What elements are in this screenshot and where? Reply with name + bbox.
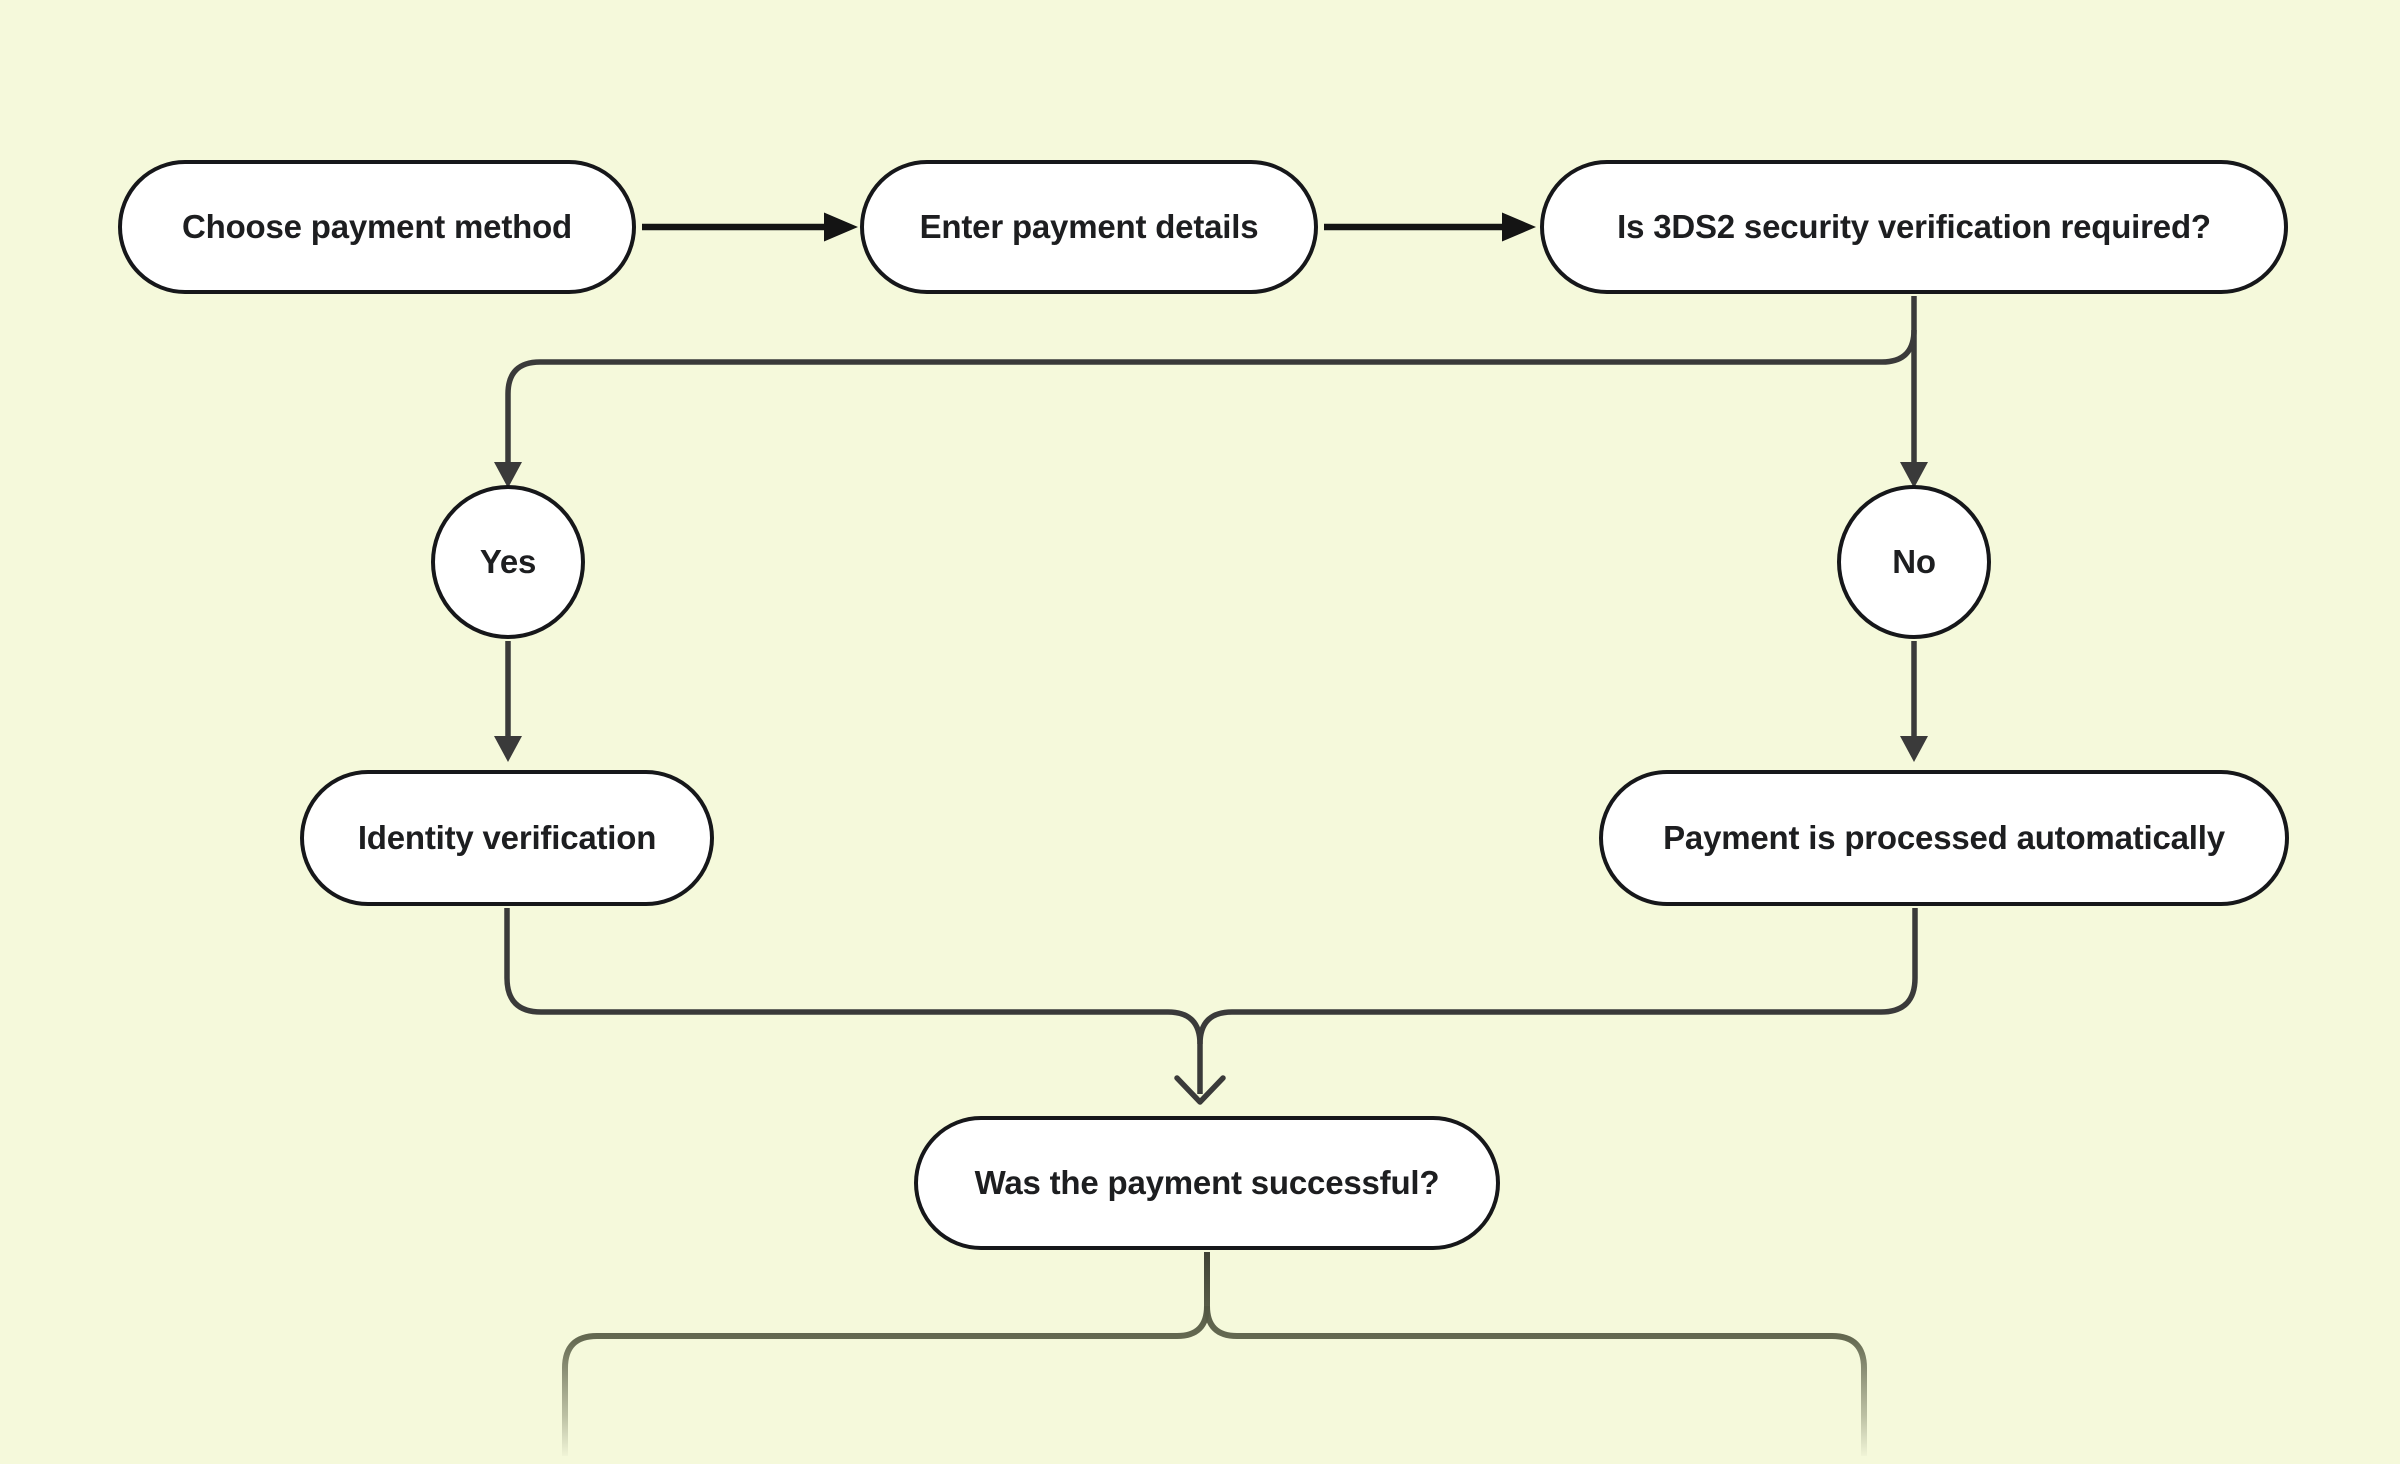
edge-threeds-to-yes	[505, 329, 1917, 462]
edge-threeds-to-yes-arrowhead	[494, 462, 522, 488]
edge-auto-to-success	[1197, 908, 1918, 1045]
node-was-payment-successful: Was the payment successful?	[914, 1116, 1500, 1250]
edge-merge-chevron-arrowhead	[1174, 1075, 1226, 1105]
node-identity-verification: Identity verification	[300, 770, 714, 906]
node-payment-processed-automatically: Payment is processed automatically	[1599, 770, 2289, 906]
edge-no-to-auto-arrowhead	[1900, 736, 1928, 762]
node-3ds2-verification-required-label: Is 3DS2 security verification required?	[1617, 208, 2211, 245]
node-identity-verification-label: Identity verification	[357, 819, 657, 856]
edge-identity-to-success	[504, 908, 1203, 1094]
node-branch-yes: Yes	[431, 485, 585, 639]
node-branch-yes-label: Yes	[479, 543, 537, 580]
node-branch-no: No	[1837, 485, 1991, 639]
edge-success-fork-left	[562, 1252, 1210, 1456]
node-3ds2-verification-required: Is 3DS2 security verification required?	[1540, 160, 2288, 294]
node-choose-payment-method: Choose payment method	[118, 160, 636, 294]
edge-enter-to-threeds-arrowhead	[1502, 212, 1536, 242]
node-branch-no-label: No	[1892, 543, 1936, 580]
edge-success-fork-right	[1204, 1305, 1867, 1456]
node-enter-payment-details: Enter payment details	[860, 160, 1318, 294]
edge-choose-to-enter-arrowhead	[824, 212, 858, 242]
node-choose-payment-method-label: Choose payment method	[181, 208, 572, 245]
edge-yes-to-identity-arrowhead	[494, 736, 522, 762]
node-payment-processed-automatically-label: Payment is processed automatically	[1663, 819, 2225, 856]
node-was-payment-successful-label: Was the payment successful?	[974, 1164, 1440, 1201]
node-enter-payment-details-label: Enter payment details	[919, 208, 1259, 245]
edge-threeds-to-no-arrowhead	[1900, 462, 1928, 488]
